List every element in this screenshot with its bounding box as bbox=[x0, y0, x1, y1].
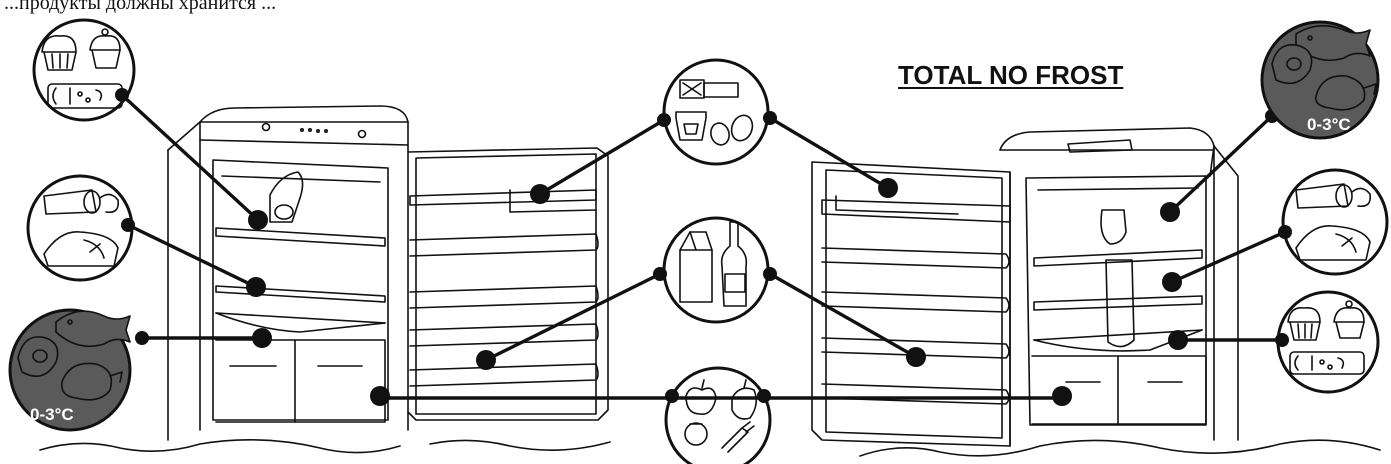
ham-icon bbox=[44, 232, 118, 266]
dairy-circle bbox=[664, 60, 768, 164]
butter-icon bbox=[680, 80, 738, 98]
ham-icon bbox=[1296, 226, 1370, 260]
connector-lines bbox=[122, 95, 1285, 398]
chiller-temp-label-right: 0-3°C bbox=[1307, 115, 1351, 135]
yogurt-icon bbox=[676, 112, 706, 140]
salami-icon bbox=[44, 190, 118, 214]
carrot-icon bbox=[722, 422, 754, 452]
milk-carton-icon bbox=[680, 232, 712, 302]
vegetables-circle bbox=[666, 368, 770, 464]
tomato-icon bbox=[685, 423, 707, 445]
bakery-circle-right bbox=[1278, 292, 1378, 392]
bakery-circle bbox=[34, 20, 134, 120]
salami-icon bbox=[1296, 184, 1370, 208]
muffin-icon bbox=[1288, 308, 1320, 340]
sausage-cheese-icon bbox=[1290, 352, 1364, 374]
deli-circle-right bbox=[1283, 170, 1387, 274]
bottle-icon bbox=[722, 222, 747, 306]
chiller-temp-label-left: 0-3°C bbox=[30, 405, 74, 425]
cupcake-icon bbox=[90, 29, 120, 68]
deli-circle bbox=[28, 176, 132, 280]
eggs-icon bbox=[708, 112, 755, 147]
muffin-icon bbox=[42, 36, 76, 70]
left-fridge bbox=[40, 106, 610, 453]
sausage-cheese-icon bbox=[48, 84, 122, 108]
drinks-circle bbox=[664, 218, 768, 322]
right-fridge bbox=[812, 128, 1380, 456]
cupcake-icon bbox=[1334, 301, 1364, 338]
